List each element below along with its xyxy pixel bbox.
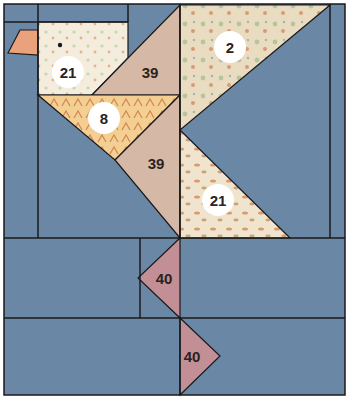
fabric-callout-number: 21 — [202, 184, 234, 216]
tree-print-piece — [180, 5, 330, 130]
fabric-callout-number: 21 — [52, 56, 84, 88]
callout-number: 40 — [156, 271, 173, 286]
callout-number: 40 — [184, 349, 201, 364]
fabric-callout-number: 2 — [214, 31, 246, 63]
seam-lines — [4, 4, 345, 395]
callout-number: 39 — [142, 65, 159, 80]
pink-triangle — [180, 318, 220, 395]
pink-triangle — [138, 238, 180, 318]
tan-piece — [92, 5, 180, 95]
tan-piece — [115, 95, 180, 238]
fabric-callout-number: 8 — [88, 102, 120, 134]
callout-number: 39 — [148, 156, 165, 171]
eye — [58, 43, 62, 47]
background — [4, 4, 345, 395]
tail-piece — [180, 130, 290, 238]
beak — [8, 30, 38, 55]
